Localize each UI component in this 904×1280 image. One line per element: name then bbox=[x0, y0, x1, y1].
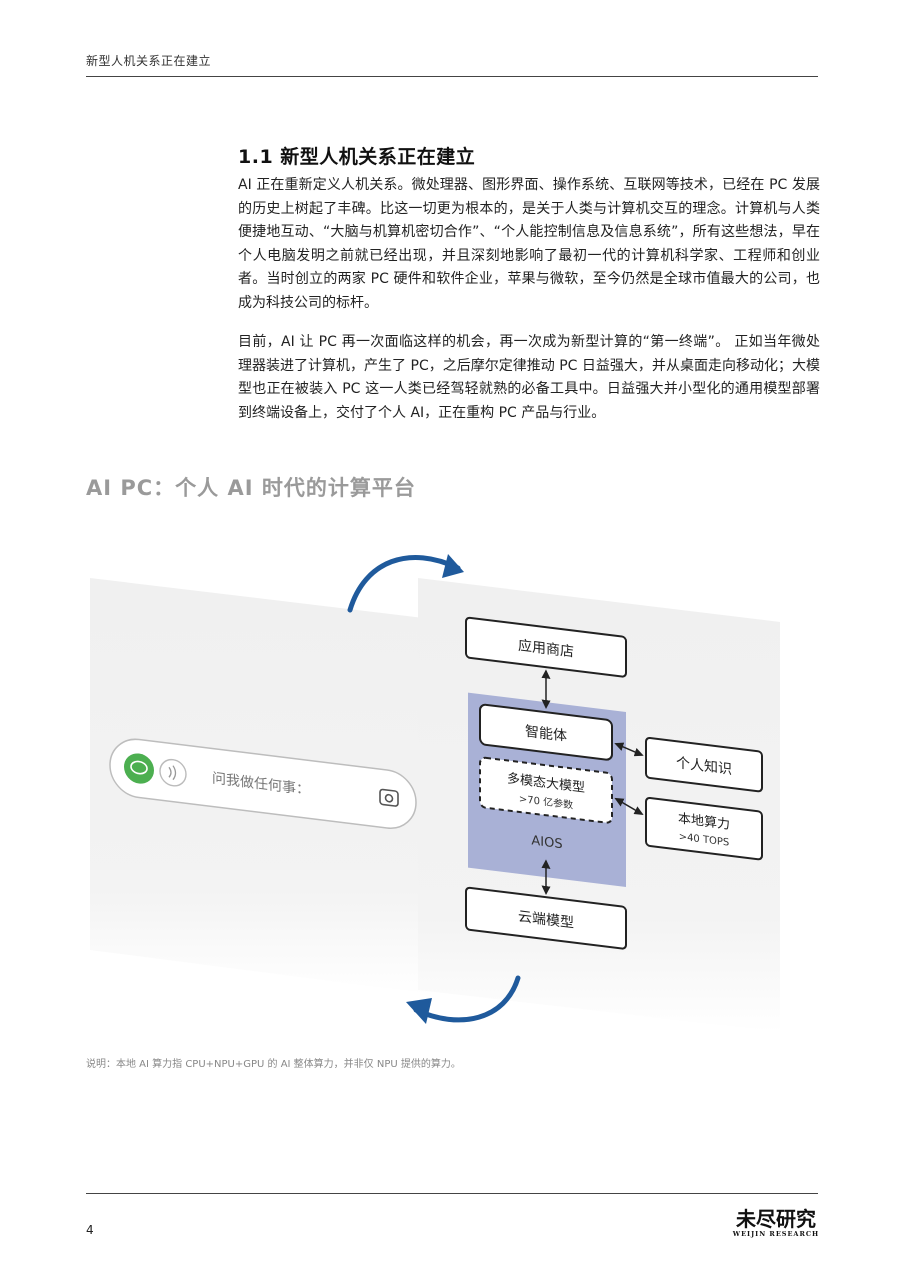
cloud-model-label: 云端模型 bbox=[518, 909, 574, 932]
local-compute-box bbox=[645, 796, 763, 861]
paragraph-1: AI 正在重新定义人机关系。微处理器、图形界面、操作系统、互联网等技术，已经在 … bbox=[238, 177, 820, 311]
running-header: 新型人机关系正在建立 bbox=[86, 54, 212, 68]
ai-pc-diagram: 问我做任何事： AIOS 应用商店 智能体 多模态大模型 >70 亿参数 云端模… bbox=[90, 554, 780, 1032]
personal-knowledge-box bbox=[645, 736, 763, 793]
figure-title: AI PC：个人 AI 时代的计算平台 bbox=[86, 476, 416, 500]
header-rule bbox=[86, 76, 818, 77]
page-number: 4 bbox=[86, 1223, 94, 1237]
section-title: 1.1 新型人机关系正在建立 bbox=[238, 146, 476, 168]
aios-label: AIOS bbox=[531, 833, 562, 852]
footer-rule bbox=[86, 1193, 818, 1194]
top-rotate-arrow bbox=[347, 554, 461, 613]
bottom-arrowhead bbox=[406, 998, 432, 1024]
voice-icon bbox=[159, 758, 187, 787]
agent-box bbox=[479, 703, 613, 761]
cloud-model-box bbox=[465, 886, 627, 950]
search-bar bbox=[109, 738, 417, 829]
chat-icon bbox=[124, 753, 154, 784]
publisher-logo: 未尽研究 WEIJIN RESEARCH bbox=[730, 1208, 822, 1238]
paragraph-2: 目前，AI 让 PC 再一次面临这样的机会，再一次成为新型计算的“第一终端”。 … bbox=[238, 334, 820, 421]
logo-english: WEIJIN RESEARCH bbox=[732, 1230, 820, 1238]
agent-label: 智能体 bbox=[525, 724, 567, 745]
personal-knowledge-label: 个人知识 bbox=[676, 754, 732, 778]
multimodal-model-box bbox=[479, 756, 613, 824]
logo-chinese: 未尽研究 bbox=[736, 1207, 816, 1231]
camera-icon bbox=[379, 788, 399, 807]
connector-agent-knowledge bbox=[614, 742, 644, 757]
local-compute-label: 本地算力 bbox=[678, 811, 730, 832]
top-arrowhead bbox=[442, 554, 464, 578]
app-store-box bbox=[465, 616, 627, 678]
app-store-label: 应用商店 bbox=[518, 637, 574, 661]
bottom-rotate-arrow bbox=[413, 975, 521, 1023]
figure-caption: 说明：本地 AI 算力指 CPU+NPU+GPU 的 AI 整体算力，并非仅 N… bbox=[86, 1059, 461, 1070]
connector-model-compute bbox=[614, 797, 644, 815]
